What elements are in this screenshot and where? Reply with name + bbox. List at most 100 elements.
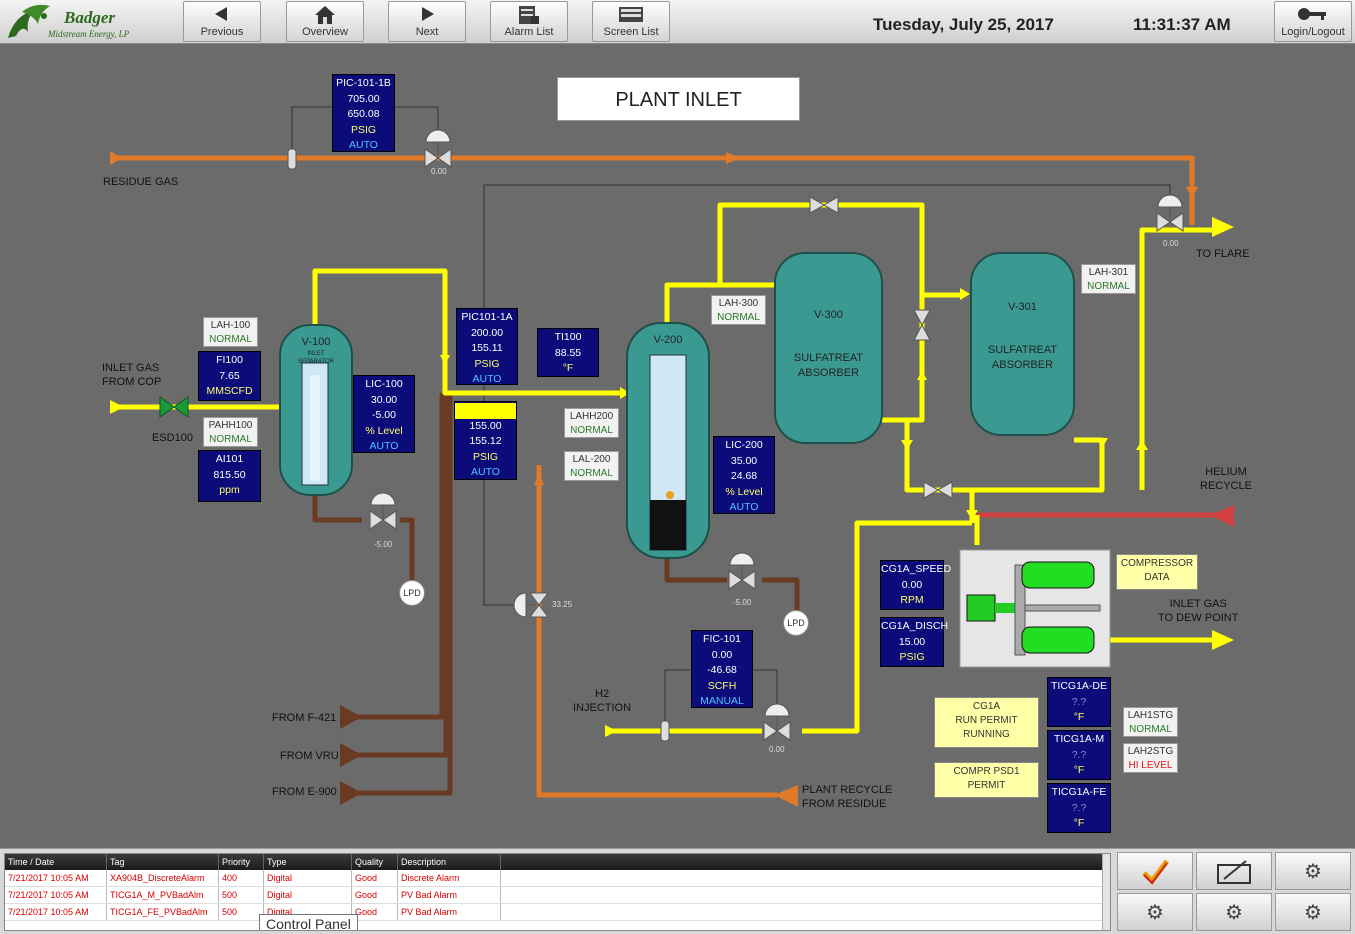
lah1stg-status[interactable]: LAH1STG NORMAL [1123,707,1178,737]
col-time[interactable]: Time / Date [5,854,107,870]
alarm-description: PV Bad Alarm [398,887,501,903]
ticg1a-fe-faceplate[interactable]: TICG1A-FE ?.? °F [1047,783,1111,833]
previous-button[interactable]: Previous [183,1,261,42]
alarm-tag: XA904B_DiscreteAlarm [107,870,219,886]
alarm-tag: TICG1A_M_PVBadAlm [107,887,219,903]
fic-101-faceplate[interactable]: FIC-101 0.00 -46.68 SCFH MANUAL [691,630,753,708]
alarm-quality: Good [352,887,398,903]
settings-button-1[interactable]: ⚙ [1275,852,1351,890]
key-icon [1275,2,1351,26]
lal-200-status[interactable]: LAL-200 NORMAL [564,451,619,481]
screen-list-icon [593,2,669,26]
cg1a-run-permit[interactable]: CG1A RUN PERMIT RUNNING [934,697,1039,748]
compressor-suction-valve[interactable] [923,481,953,499]
pcv-flare-value: 0.00 [1163,239,1179,248]
v300-bypass-valve[interactable] [809,196,839,214]
right-arrow-icon [389,2,465,26]
lic-100-faceplate[interactable]: LIC-100 30.00 -5.00 % Level AUTO [353,375,415,453]
helium-recycle-label: HELIUM RECYCLE [1200,466,1252,492]
fi100-faceplate[interactable]: FI100 7.65 MMSCFD [198,351,261,401]
compr-psd1-permit[interactable]: COMPR PSD1 PERMIT [934,762,1039,798]
lic-200-faceplate[interactable]: LIC-200 35.00 24.68 % Level AUTO [713,436,775,514]
sign-off-button[interactable] [1196,852,1272,890]
ai101-faceplate[interactable]: AI101 815.50 ppm [198,450,261,502]
col-description[interactable]: Description [398,854,501,870]
lah-301-status[interactable]: LAH-301 NORMAL [1081,264,1136,294]
next-button[interactable]: Next [388,1,466,42]
logo-subtitle: Midstream Energy, LP [48,29,130,39]
control-panel-tooltip: Control Panel [259,914,358,930]
helium-recycle-arrow [1210,505,1234,527]
from-f421-label: FROM F-421 [272,712,337,724]
gear-icon: ⚙ [1225,902,1243,924]
v301-vessel[interactable] [970,252,1075,436]
cg1a-speed-faceplate[interactable]: CG1A_SPEED 0.00 RPM [880,560,951,610]
pcv-flare-valve[interactable] [1156,194,1184,232]
alarm-description: Discrete Alarm [398,870,501,886]
alarm-time: 7/21/2017 10:05 AM [5,904,107,920]
pahh100-status[interactable]: PAHH100 NORMAL [203,417,258,447]
alarm-summary-bar: Time / Date Tag Priority Type Quality De… [0,848,1355,934]
compressor-cg1a[interactable] [959,549,1111,668]
pcv-residue-value: 0.00 [431,167,447,176]
alarm-type: Digital [264,904,352,920]
lcv200-valve[interactable] [728,552,756,590]
pic101-1a-faceplate[interactable]: PIC101-1A 200.00 155.11 PSIG AUTO [456,308,518,385]
ti100-faceplate[interactable]: TI100 88.55 °F [537,328,599,377]
next-label: Next [415,26,439,38]
overview-button[interactable]: Overview [286,1,364,42]
alarm-table[interactable]: Time / Date Tag Priority Type Quality De… [4,853,1111,931]
lpd-v100[interactable]: LPD [399,580,425,606]
alarm-row[interactable]: 7/21/2017 10:05 AM XA904B_DiscreteAlarm … [5,870,1110,887]
ticg1a-de-faceplate[interactable]: TICG1A-DE ?.? °F [1047,677,1111,727]
pic-101-1b-faceplate[interactable]: PIC-101-1B 705.00 650.08 PSIG AUTO [332,74,395,152]
v301-label: V-301 SULFATREAT ABSORBER [987,301,1058,371]
lpd-v200[interactable]: LPD [783,610,809,636]
alarm-list-button[interactable]: Alarm List [490,1,568,42]
v300-outlet-valve[interactable] [913,309,931,341]
v100-vessel[interactable] [279,324,353,496]
col-quality[interactable]: Quality [352,854,398,870]
gear-icon: ⚙ [1146,902,1164,924]
alarm-priority: 400 [219,870,264,886]
settings-button-2[interactable]: ⚙ [1117,893,1193,931]
lah-300-status[interactable]: LAH-300 NORMAL [711,295,766,325]
alarm-row[interactable]: 7/21/2017 10:05 AM TICG1A_FE_PVBadAlm 50… [5,904,1110,921]
v300-label: V-300 SULFATREAT ABSORBER [793,309,864,379]
screen-list-button[interactable]: Screen List [592,1,670,42]
from-e900-label: FROM E-900 [272,786,337,798]
col-tag[interactable]: Tag [107,854,219,870]
compressor-data-button[interactable]: COMPRESSOR DATA [1116,554,1198,590]
overview-label: Overview [302,26,348,38]
v200-vessel[interactable] [626,322,710,559]
pic200-faceplate[interactable]: PIC200 155.00 155.12 PSIG AUTO [454,401,517,480]
fcv101-valve[interactable] [763,703,791,741]
v300-vessel[interactable] [774,252,883,444]
alarm-priority: 500 [219,904,264,920]
lah2stg-status[interactable]: LAH2STG HI LEVEL [1123,743,1178,773]
pcv-v200-valve[interactable] [513,592,549,618]
pcv-residue-valve[interactable] [424,129,452,168]
esd100-valve[interactable] [159,396,189,418]
alarm-scrollbar[interactable] [1102,854,1110,930]
pcv-v200-value: 33.25 [552,600,573,609]
ticg1a-m-faceplate[interactable]: TICG1A-M ?.? °F [1047,730,1111,780]
alarm-row[interactable]: 7/21/2017 10:05 AM TICG1A_M_PVBadAlm 500… [5,887,1110,904]
home-icon [287,2,363,26]
screen-list-label: Screen List [603,26,659,38]
alarm-quality: Good [352,870,398,886]
dew-point-label: INLET GAS TO DEW POINT [1158,598,1239,624]
lcv100-valve[interactable] [369,492,397,530]
fcv101-value: 0.00 [769,745,785,754]
alarm-time: 7/21/2017 10:05 AM [5,887,107,903]
settings-button-4[interactable]: ⚙ [1275,893,1351,931]
cg1a-disch-faceplate[interactable]: CG1A_DISCH 15.00 PSIG [880,617,948,667]
settings-button-3[interactable]: ⚙ [1196,893,1272,931]
left-arrow-icon [184,2,260,26]
login-logout-button[interactable]: Login/Logout [1274,1,1352,42]
lahh200-status[interactable]: LAHH200 NORMAL [564,408,619,438]
col-type[interactable]: Type [264,854,352,870]
lah-100-status[interactable]: LAH-100 NORMAL [203,317,258,347]
acknowledge-alarms-button[interactable] [1117,852,1193,890]
col-priority[interactable]: Priority [219,854,264,870]
